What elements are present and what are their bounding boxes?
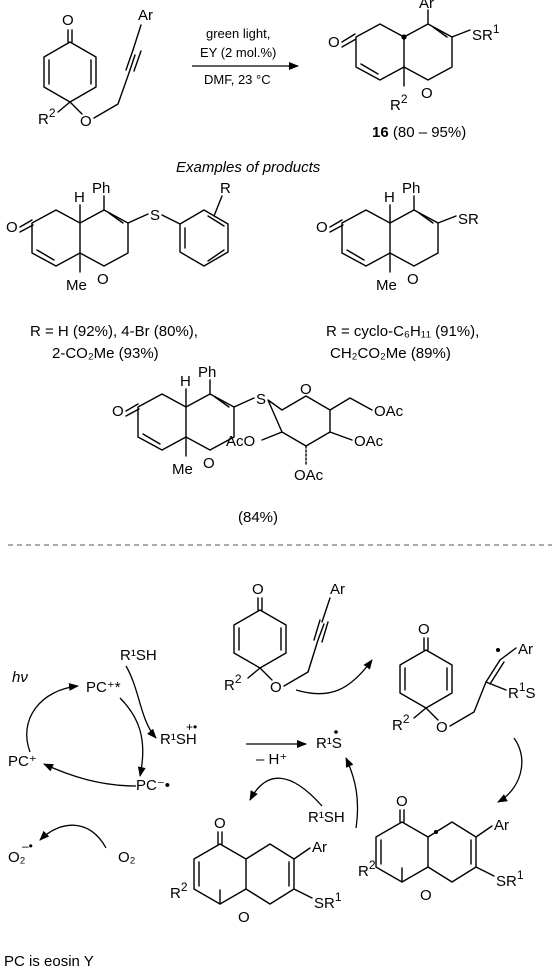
atom-label: Ar bbox=[330, 581, 345, 598]
atom-label: OAc bbox=[354, 433, 384, 450]
atom-label: O bbox=[328, 34, 340, 51]
atom-label: Ar bbox=[312, 839, 327, 856]
atom-label: O bbox=[396, 793, 408, 810]
atom-label: Ar bbox=[494, 817, 509, 834]
reaction-arrow: green light, EY (2 mol.%) DMF, 23 °C bbox=[192, 26, 299, 87]
superoxide: O₂ bbox=[8, 849, 26, 866]
atom-label: AcO bbox=[226, 433, 255, 450]
examples-heading: Examples of products bbox=[176, 159, 321, 176]
atom-label: R2 bbox=[358, 858, 376, 880]
atom-label: O bbox=[62, 12, 74, 29]
caption-alkyl-2: CH₂CO₂Me (89%) bbox=[330, 345, 451, 362]
atom-label: O bbox=[203, 455, 215, 472]
pc-cation: PC⁺ bbox=[8, 753, 37, 770]
atom-label: O bbox=[214, 815, 226, 832]
example-glycosyl-thioether: O H Ph S O Me O OAc AcO OAc OAc (84%) bbox=[112, 364, 404, 526]
condition-light: green light, bbox=[206, 26, 270, 41]
product-caption: 16 (80 – 95%) bbox=[372, 124, 466, 141]
caption-glycosyl: (84%) bbox=[238, 509, 278, 526]
mechanism-substrate: O O Ar R2 bbox=[224, 581, 373, 696]
final-product: O Ar SR1 O R2 bbox=[170, 815, 342, 926]
atom-label: R1S bbox=[508, 680, 536, 702]
thiol-radical-cation: R¹SH bbox=[160, 731, 197, 748]
atom-label: O bbox=[270, 679, 282, 696]
atom-label: O bbox=[420, 887, 432, 904]
atom-label: R2 bbox=[38, 106, 56, 128]
starting-material: O O Ar R2 bbox=[38, 7, 153, 130]
atom-label: O bbox=[421, 85, 433, 102]
cyclized-radical-intermediate: O Ar SR1 O R2 R¹SH bbox=[249, 757, 524, 904]
atom-label: Ph bbox=[402, 180, 420, 197]
atom-label: S bbox=[150, 207, 160, 224]
atom-label: R bbox=[220, 180, 231, 197]
thiol-reagent-bottom: R¹SH bbox=[308, 809, 345, 826]
atom-label: H bbox=[74, 189, 85, 206]
atom-label: S bbox=[256, 391, 266, 408]
atom-label: R2 bbox=[224, 672, 242, 694]
atom-label: O bbox=[407, 271, 419, 288]
pc-radical-anion: PC⁻• bbox=[136, 777, 170, 794]
atom-label: R2 bbox=[392, 712, 410, 734]
atom-label: SR1 bbox=[496, 868, 524, 890]
atom-label: O bbox=[97, 271, 109, 288]
atom-label: OAc bbox=[374, 403, 404, 420]
thiol-reagent: R¹SH bbox=[120, 647, 157, 664]
radical-cation-mark: +• bbox=[186, 720, 197, 734]
oxygen: O₂ bbox=[118, 849, 136, 866]
condition-catalyst: EY (2 mol.%) bbox=[200, 45, 276, 60]
atom-label: Ph bbox=[198, 364, 216, 381]
atom-label: Ph bbox=[92, 180, 110, 197]
caption-aryl-2: 2-CO₂Me (93%) bbox=[52, 345, 159, 362]
atom-label: SR bbox=[458, 211, 479, 228]
example-alkyl-thioether: O H Ph SR O Me R = cyclo-C₆H₁₁ (91%), CH… bbox=[316, 180, 479, 362]
caption-aryl-1: R = H (92%), 4-Br (80%), bbox=[30, 323, 198, 340]
photoredox-cycle: hν PC⁺* R¹SH PC⁺ R¹SH +• PC⁻• O₂ –• O₂ –… bbox=[8, 647, 342, 866]
vinyl-radical-intermediate: O O Ar R1S R2 bbox=[392, 621, 536, 803]
atom-label: H bbox=[384, 189, 395, 206]
thiyl-radical: R¹S bbox=[316, 735, 342, 752]
atom-label: SR1 bbox=[472, 22, 500, 44]
atom-label: SR1 bbox=[314, 890, 342, 912]
atom-label: R2 bbox=[390, 92, 408, 114]
deprotonation-label: – H⁺ bbox=[256, 751, 287, 768]
condition-solvent: DMF, 23 °C bbox=[204, 72, 271, 87]
caption-alkyl-1: R = cyclo-C₆H₁₁ (91%), bbox=[326, 323, 479, 340]
atom-label: O bbox=[300, 381, 312, 398]
atom-label: O bbox=[238, 909, 250, 926]
light-label: hν bbox=[12, 669, 28, 686]
pc-excited: PC⁺* bbox=[86, 679, 121, 696]
atom-label: O bbox=[316, 219, 328, 236]
footer-note: PC is eosin Y bbox=[4, 953, 94, 970]
atom-label: H bbox=[180, 373, 191, 390]
atom-label: O bbox=[436, 719, 448, 736]
atom-label: Me bbox=[172, 461, 193, 478]
atom-label: Me bbox=[66, 277, 87, 294]
atom-label: O bbox=[6, 219, 18, 236]
atom-label: Ar bbox=[138, 7, 153, 24]
atom-label: O bbox=[252, 581, 264, 598]
atom-label: O bbox=[112, 403, 124, 420]
atom-label: Ar bbox=[518, 641, 533, 658]
example-aryl-thioether: O H Ph S R O Me R = H (92%), 4-Br (80%),… bbox=[6, 180, 231, 362]
product-16: O Ar SR1 O R2 16 (80 – 95%) bbox=[328, 0, 500, 141]
atom-label: OAc bbox=[294, 467, 324, 484]
atom-label: Ar bbox=[419, 0, 434, 12]
atom-label: Me bbox=[376, 277, 397, 294]
atom-label: R2 bbox=[170, 880, 188, 902]
atom-label: O bbox=[80, 113, 92, 130]
superoxide-mark: –• bbox=[22, 839, 33, 853]
atom-label: O bbox=[418, 621, 430, 638]
